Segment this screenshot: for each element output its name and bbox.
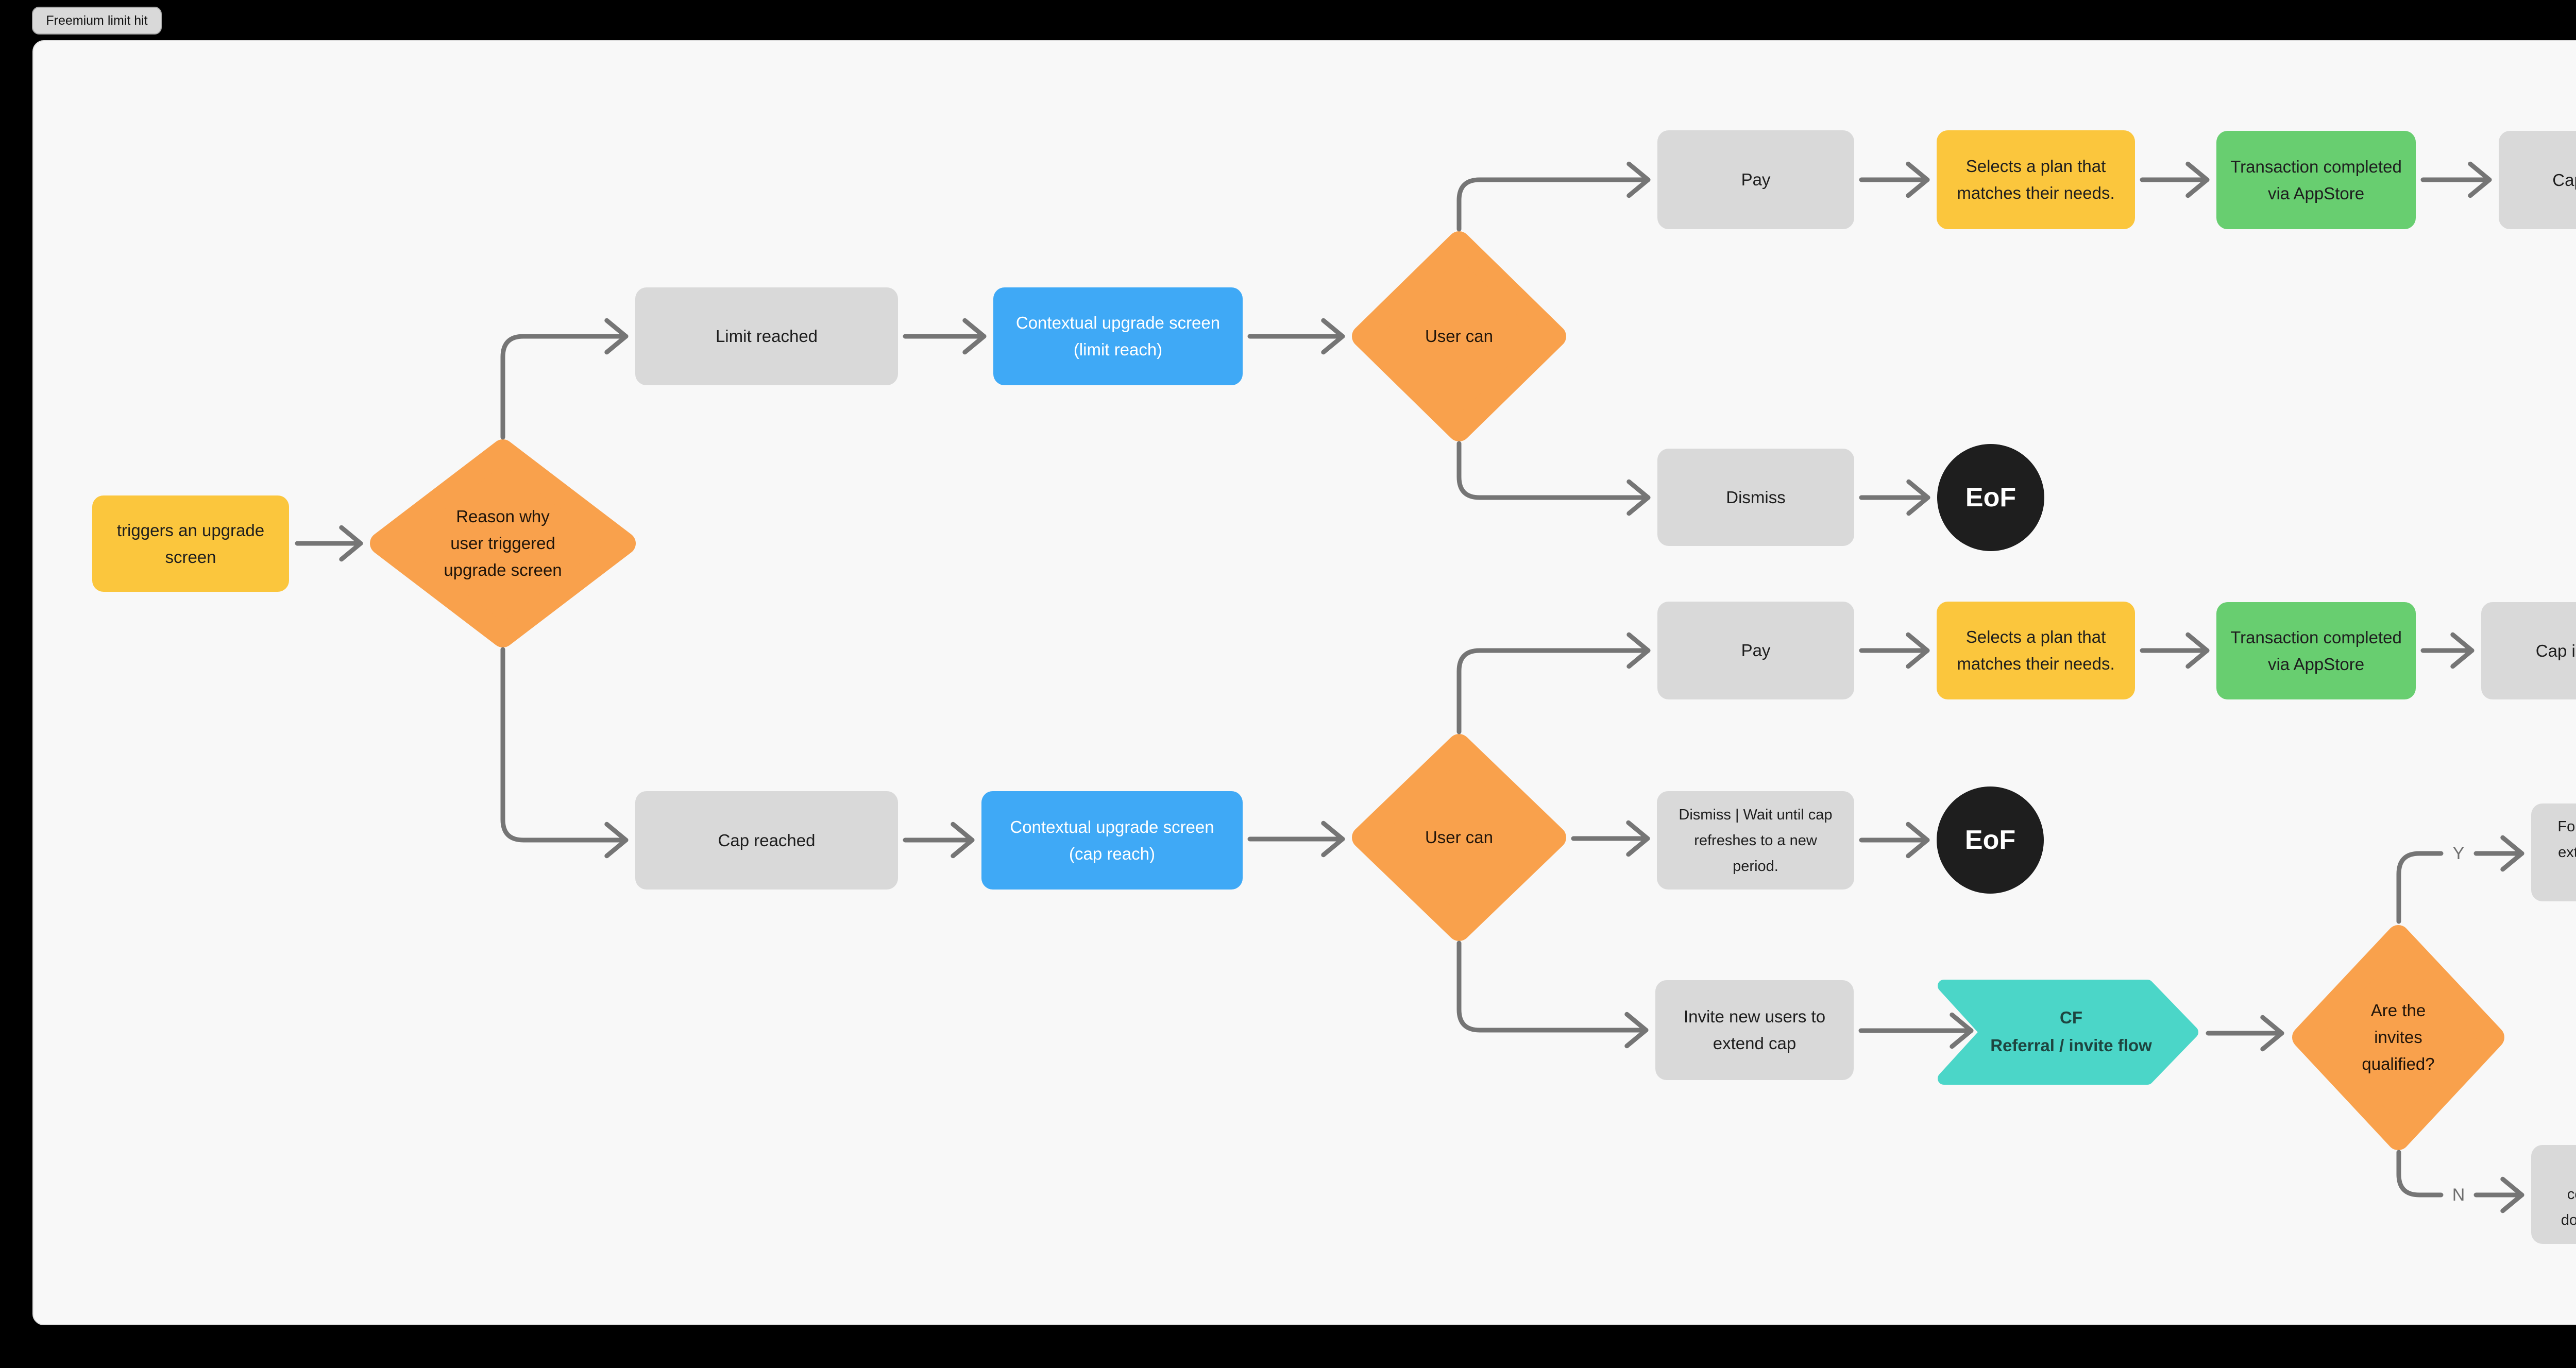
process-select-plan-limit[interactable]: Selects a plan that matches their needs.	[1937, 130, 2135, 229]
connector-flow-cf-shape[interactable]	[1938, 980, 2198, 1085]
process-cap-reached-label: Cap reached	[718, 830, 816, 850]
process-dismiss-wait-label: Dismiss | Wait until cap refreshes to a …	[1679, 806, 1833, 875]
decision-user-can-limit-label: User can	[1425, 327, 1494, 346]
decision-reason-shape[interactable]	[370, 439, 636, 647]
process-transaction-cap-label: Transaction completed via AppStore	[2230, 627, 2402, 674]
process-limit-reached-label: Limit reached	[715, 327, 818, 346]
process-invite-users-label: Invite new users to extend cap	[1683, 1007, 1826, 1053]
process-qualified-no-label: The invited user did not complete activa…	[2561, 1186, 2576, 1228]
terminator-eof-label: EoF	[1965, 483, 2016, 512]
process-select-plan-cap-label: Selects a plan that matches their needs.	[1957, 627, 2115, 673]
process-cap-lifted-limit-label: Cap is lifted	[2552, 170, 2576, 190]
process-dismiss-limit-label: Dismiss	[1726, 487, 1786, 507]
process-qualified-yes[interactable]: For qualified invites, limit will be ext…	[2531, 803, 2576, 901]
process-transaction-limit-label: Transaction completed via AppStore	[2230, 157, 2402, 203]
process-invite-users[interactable]: Invite new users to extend cap	[1655, 980, 1854, 1080]
process-transaction-cap[interactable]: Transaction completed via AppStore	[2216, 602, 2416, 699]
whiteboard-canvas	[32, 40, 2576, 1325]
decision-invites-qualified-label: Are the invites qualified?	[2362, 1001, 2435, 1073]
terminator-eof-dismiss-wait[interactable]: EoF	[1937, 786, 2044, 894]
process-pay-limit-label: Pay	[1741, 170, 1771, 189]
connector-flow-cf-label: CF Referral / invite flow	[1990, 1008, 2152, 1055]
process-cap-reached[interactable]: Cap reached	[635, 791, 898, 890]
process-trigger-upgrade-label: triggers an upgrade screen	[116, 520, 265, 567]
process-select-plan-cap[interactable]: Selects a plan that matches their needs.	[1937, 602, 2135, 699]
process-transaction-limit[interactable]: Transaction completed via AppStore	[2216, 131, 2416, 229]
board-title-chip[interactable]: Freemium limit hit	[32, 7, 162, 35]
process-cap-lifted-cap[interactable]: Cap is lifted	[2481, 602, 2576, 699]
terminator-eof-label: EoF	[1964, 825, 2016, 855]
board-title-label: Freemium limit hit	[46, 13, 148, 28]
decision-invites-qualified-shape[interactable]	[2292, 925, 2504, 1150]
process-dismiss-limit[interactable]: Dismiss	[1657, 449, 1854, 546]
process-cap-lifted-cap-label: Cap is lifted	[2535, 641, 2576, 660]
process-qualified-no[interactable]: The invited user did not complete activa…	[2531, 1145, 2576, 1244]
process-pay-cap-label: Pay	[1741, 641, 1771, 660]
process-pay-cap[interactable]: Pay	[1657, 602, 1854, 699]
branch-label-no: N	[2452, 1185, 2465, 1205]
process-pay-limit[interactable]: Pay	[1657, 130, 1854, 229]
process-upgrade-screen-cap[interactable]: Contextual upgrade screen (cap reach)	[981, 791, 1243, 890]
decision-user-can-cap-shape[interactable]	[1352, 734, 1566, 941]
branch-label-yes: Y	[2452, 843, 2465, 863]
process-dismiss-wait[interactable]: Dismiss | Wait until cap refreshes to a …	[1657, 791, 1854, 890]
process-upgrade-screen-cap-label: Contextual upgrade screen (cap reach)	[1010, 817, 1214, 863]
process-qualified-yes-label: For qualified invites, limit will be ext…	[2557, 818, 2576, 861]
process-limit-reached[interactable]: Limit reached	[635, 287, 898, 385]
decision-user-can-cap-label: User can	[1425, 828, 1494, 847]
process-select-plan-limit-label: Selects a plan that matches their needs.	[1957, 157, 2115, 202]
process-cap-lifted-limit[interactable]: Cap is lifted	[2499, 131, 2576, 229]
process-upgrade-screen-limit[interactable]: Contextual upgrade screen (limit reach)	[993, 287, 1243, 385]
terminator-eof-dismiss-limit[interactable]: EoF	[1937, 444, 2044, 551]
process-upgrade-screen-limit-label: Contextual upgrade screen (limit reach)	[1015, 313, 1221, 359]
decision-user-can-limit-shape[interactable]	[1352, 231, 1566, 441]
decision-reason-label: Reason why user triggered upgrade screen	[444, 507, 562, 579]
process-trigger-upgrade[interactable]: triggers an upgrade screen	[92, 495, 289, 592]
